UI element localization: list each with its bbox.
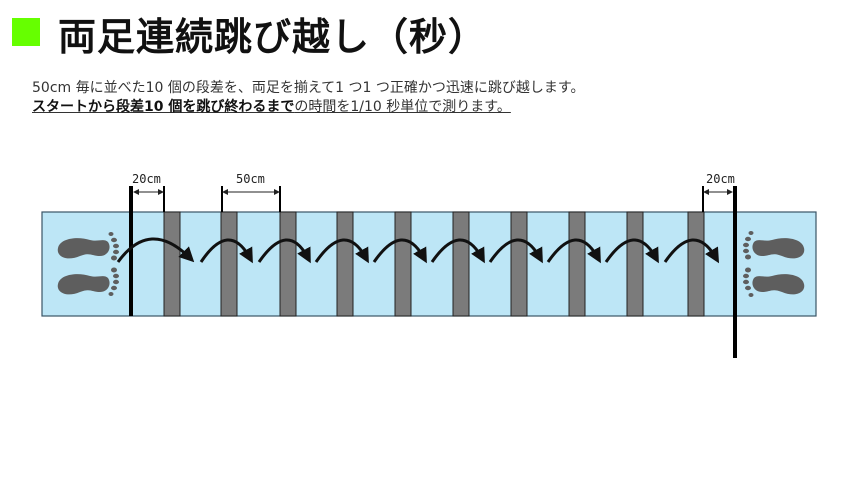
step-gap-label: 50cm (236, 172, 265, 186)
footprints-end-icon (743, 231, 805, 297)
description-emphasis: スタートから段差10 個を跳び終わるまで (32, 99, 295, 115)
title-marker (12, 18, 40, 46)
start-line (129, 186, 133, 316)
page-title: 両足連続跳び越し（秒） (58, 15, 488, 59)
start-gap-label: 20cm (132, 172, 161, 186)
end-gap-label: 20cm (706, 172, 735, 186)
jump-arrow-icon (116, 237, 720, 264)
description-line-2: スタートから段差10 個を跳び終わるまでの時間を1/10 秒単位で測ります。 (32, 98, 584, 117)
description-line-1: 50cm 毎に並べた10 個の段差を、両足を揃えて1 つ1 つ正確かつ迅速に跳び… (32, 80, 585, 96)
finish-line (733, 186, 737, 358)
footprints-start-icon (57, 232, 119, 296)
steps (163, 211, 705, 317)
description: 50cm 毎に並べた10 個の段差を、両足を揃えて1 つ1 つ正確かつ迅速に跳び… (32, 79, 584, 117)
description-rest: の時間を1/10 秒単位で測ります。 (294, 99, 511, 115)
